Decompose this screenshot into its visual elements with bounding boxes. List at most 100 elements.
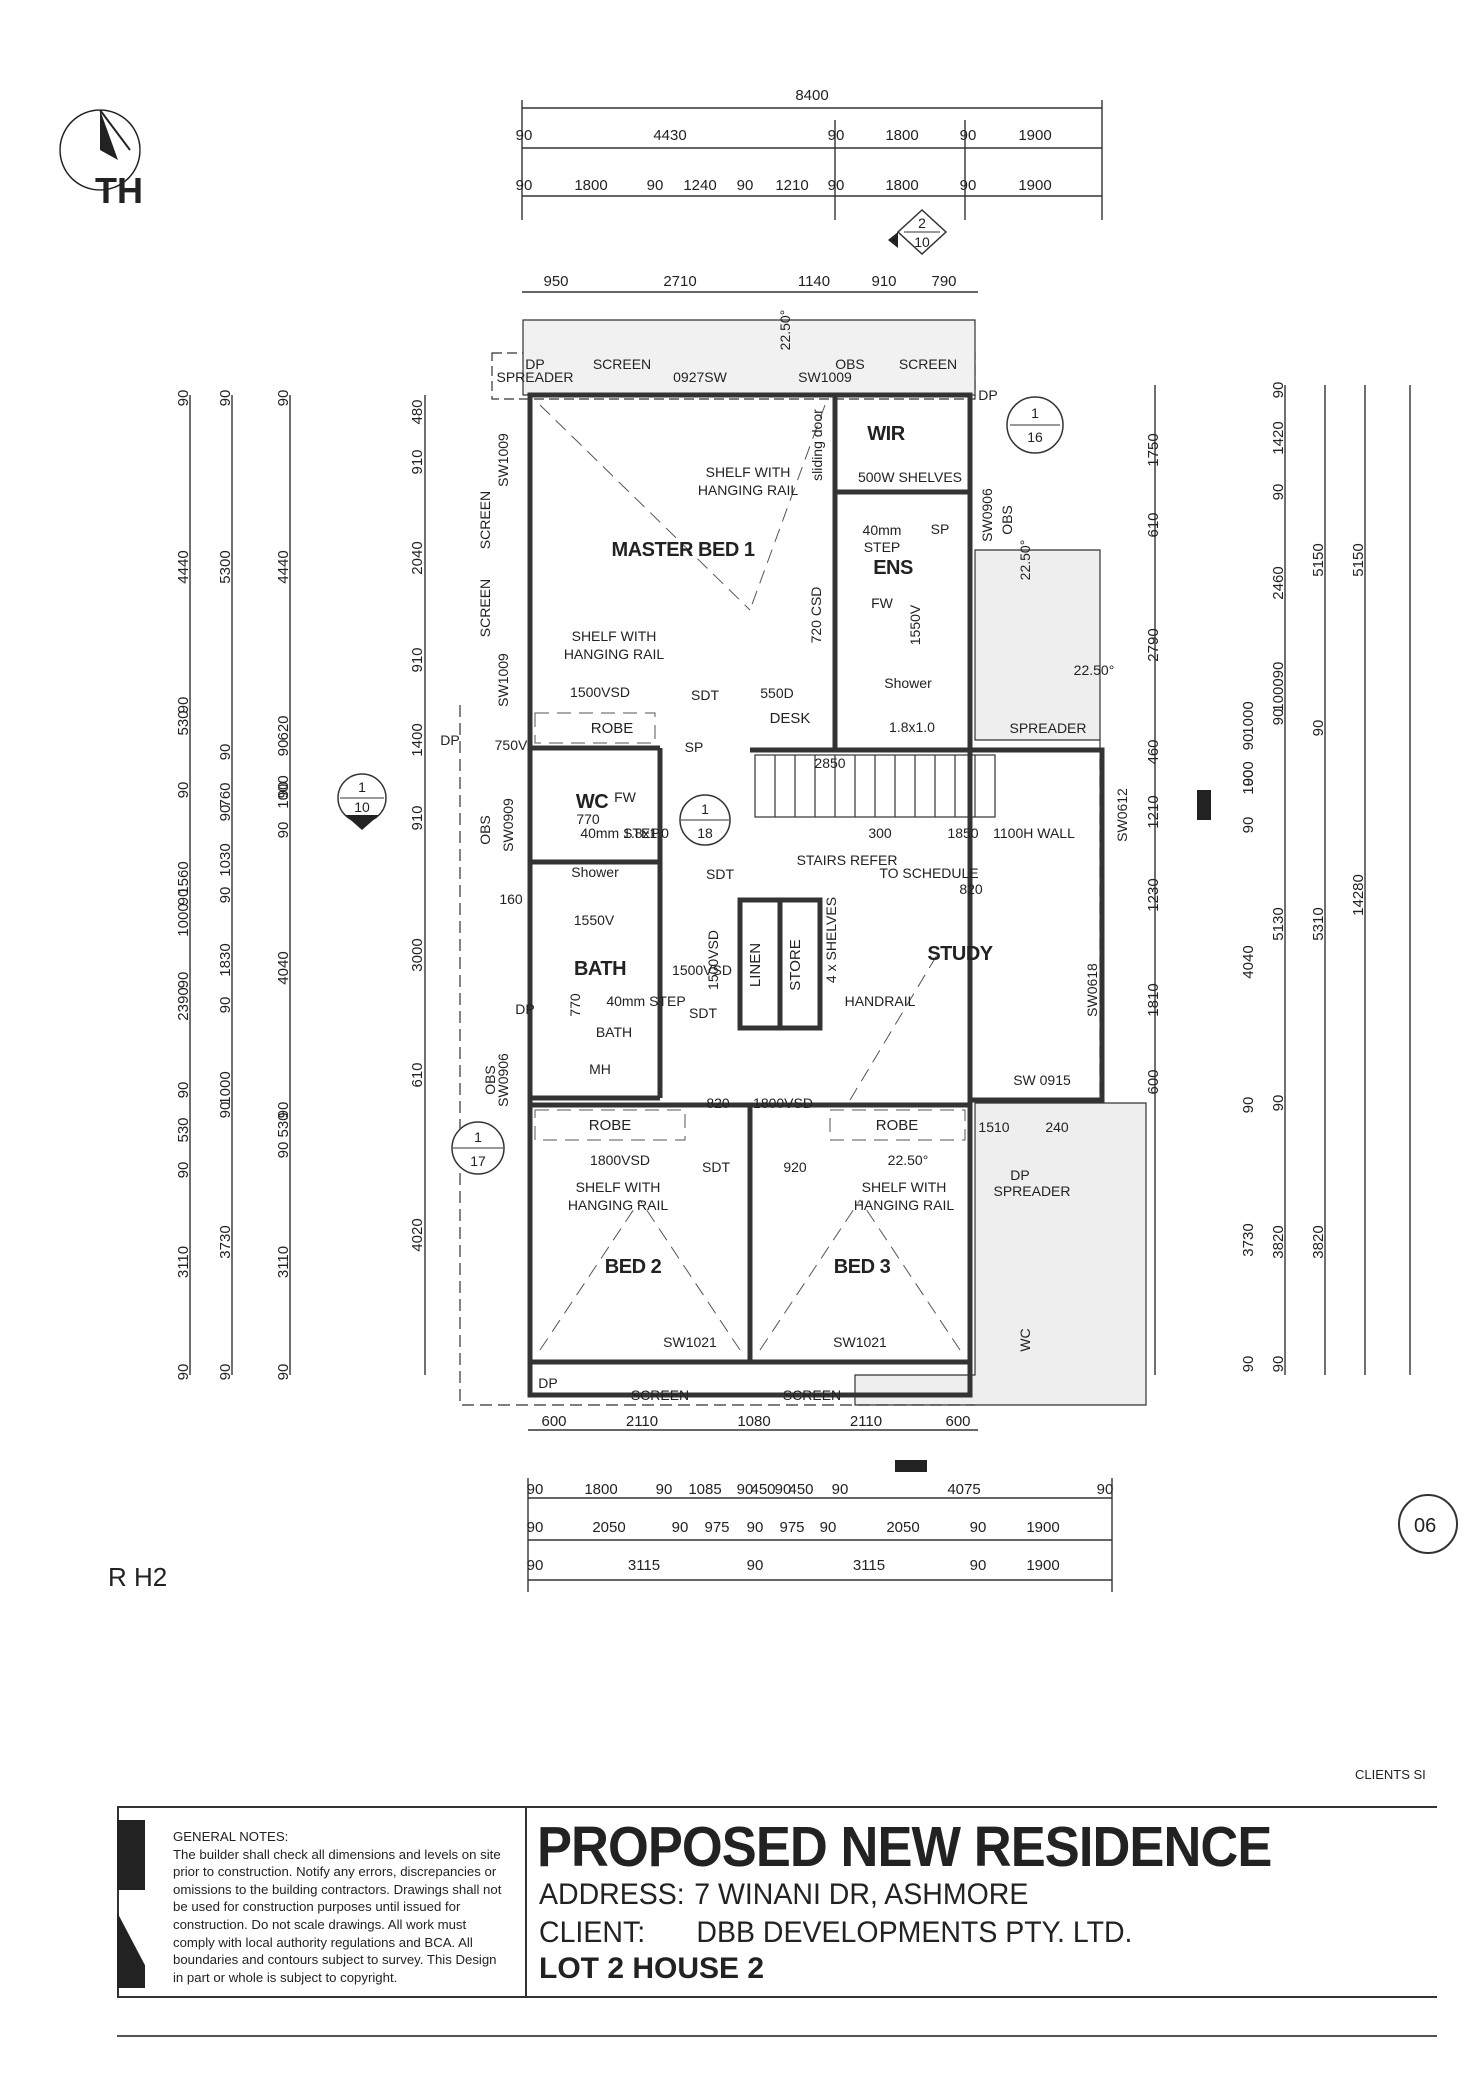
plan-annotation: TO SCHEDULE bbox=[879, 865, 978, 881]
dimension-right-3: 90 bbox=[1270, 484, 1287, 501]
plan-annotation: HANGING RAIL bbox=[568, 1197, 669, 1213]
plan-annotation: SW0909 bbox=[500, 798, 516, 852]
dimension-left-1: 530 bbox=[175, 1117, 192, 1142]
dimension-bottom-2: 975 bbox=[704, 1519, 729, 1536]
dimension-right-1: 1750 bbox=[1145, 433, 1162, 466]
plan-annotation: SDT bbox=[689, 1005, 717, 1021]
dimension-left-2: 1830 bbox=[217, 943, 234, 976]
dimension-top-3: 2710 bbox=[663, 273, 696, 290]
dimension-right-3: 90 bbox=[1270, 662, 1287, 679]
svg-text:10: 10 bbox=[914, 234, 930, 250]
title-block-divider bbox=[525, 1808, 527, 1996]
dimension-right-3: 90 bbox=[1270, 382, 1287, 399]
section-marker-1-18: 1 18 bbox=[679, 794, 731, 846]
dimension-bottom-1: 450 bbox=[750, 1481, 775, 1498]
plan-annotation: 920 bbox=[783, 1159, 807, 1175]
dimension-bottom-1: 90 bbox=[775, 1481, 792, 1498]
dimension-right-3: 90 bbox=[1270, 1356, 1287, 1373]
client-line: CLIENT:DBB DEVELOPMENTS PTY. LTD. bbox=[539, 1916, 1132, 1950]
dimension-bottom-3: 90 bbox=[970, 1557, 987, 1574]
dimension-right-1: 600 bbox=[1145, 1069, 1162, 1094]
plan-annotation: HANGING RAIL bbox=[698, 482, 799, 498]
dimension-right-5: 5150 bbox=[1350, 543, 1367, 576]
dimension-right-4: 90 bbox=[1310, 720, 1327, 737]
dimension-bottom-1: 90 bbox=[656, 1481, 673, 1498]
plan-annotation: DP bbox=[525, 356, 544, 372]
dimension-top-3: 910 bbox=[871, 273, 896, 290]
plan-annotation: SCREEN bbox=[783, 1387, 841, 1403]
plan-annotation: 750V bbox=[495, 737, 528, 753]
dimension-right-3: 5130 bbox=[1270, 907, 1287, 940]
room-label: BATH bbox=[574, 958, 626, 980]
dimension-left-1: 90 bbox=[175, 1364, 192, 1381]
dimension-right-2: 1000 bbox=[1240, 701, 1257, 734]
plan-annotation: 1100H WALL bbox=[993, 825, 1075, 841]
dimension-left-2: 90 bbox=[217, 805, 234, 822]
address-label: ADDRESS: bbox=[539, 1878, 685, 1911]
plan-annotation: MH bbox=[589, 1061, 611, 1077]
dimension-top-1: 90 bbox=[516, 127, 533, 144]
plan-annotation: 22.50° bbox=[1017, 540, 1033, 581]
room-label: MASTER BED 1 bbox=[612, 539, 755, 561]
dimension-bottom-2: 90 bbox=[970, 1519, 987, 1536]
plan-annotation: HANDRAIL bbox=[845, 993, 916, 1009]
plan-annotation: DP bbox=[515, 1001, 534, 1017]
dimension-left-3: 4040 bbox=[275, 951, 292, 984]
dimension-left-4: 910 bbox=[409, 647, 426, 672]
plan-label-fragment: R H2 bbox=[108, 1562, 168, 1592]
plan-annotation: 300 bbox=[868, 825, 892, 841]
dimension-top-2: 90 bbox=[960, 177, 977, 194]
dimension-right-4: 5150 bbox=[1310, 543, 1327, 576]
dimension-bottom-2: 975 bbox=[779, 1519, 804, 1536]
dimension-left-3: 3110 bbox=[275, 1246, 292, 1278]
svg-text:1: 1 bbox=[701, 801, 709, 817]
plan-annotation: 40mm bbox=[863, 522, 902, 538]
plan-annotation: 820 bbox=[959, 881, 983, 897]
dimension-bottom-3: 90 bbox=[747, 1557, 764, 1574]
dimension-left-1: 530 bbox=[175, 710, 192, 735]
plan-annotation: DP bbox=[440, 732, 459, 748]
dimension-right-1: 1230 bbox=[1145, 878, 1162, 911]
plan-annotation: SCREEN bbox=[593, 356, 651, 372]
dimension-left-3: 620 bbox=[275, 715, 292, 740]
plan-annotation: SCREEN bbox=[899, 356, 957, 372]
plan-annotation: SP bbox=[685, 739, 704, 755]
plan-annotation: SCREEN bbox=[477, 491, 493, 549]
svg-text:16: 16 bbox=[1027, 429, 1043, 445]
plan-annotation: 22.50° bbox=[1074, 662, 1115, 678]
plan-annotation: 720 CSD bbox=[808, 587, 824, 644]
dimension-left-1: 2390 bbox=[175, 987, 192, 1020]
plan-annotation: 1550V bbox=[907, 604, 923, 645]
room-label: LINEN bbox=[747, 943, 764, 987]
general-notes: GENERAL NOTES: The builder shall check a… bbox=[173, 1829, 502, 1985]
dimension-right-3: 1420 bbox=[1270, 421, 1287, 454]
title-block-edge bbox=[117, 1808, 119, 1996]
plan-annotation: SHELF WITH bbox=[576, 1179, 661, 1195]
room-label: ROBE bbox=[591, 720, 634, 737]
plan-annotation: SPREADER bbox=[496, 369, 573, 385]
dimension-top-2: 1210 bbox=[775, 177, 808, 194]
plan-annotation: DP bbox=[538, 1375, 557, 1391]
dimension-left-2: 1000 bbox=[217, 1071, 234, 1104]
dimension-bottom-1: 1800 bbox=[584, 1481, 617, 1498]
dimension-bottom-1: 90 bbox=[1097, 1481, 1114, 1498]
dimension-left-1: 90 bbox=[175, 390, 192, 407]
dimension-left-1: 90 bbox=[175, 782, 192, 799]
dimension-left-3: 4440 bbox=[275, 550, 292, 583]
room-label: BED 2 bbox=[605, 1256, 662, 1278]
dimension-bottom-1: 90 bbox=[527, 1481, 544, 1498]
dimension-bottom-3: 90 bbox=[527, 1557, 544, 1574]
plan-annotation: WC bbox=[1017, 1328, 1033, 1351]
sheet-number: 06 bbox=[1398, 1494, 1458, 1554]
dimension-top-2: 1800 bbox=[574, 177, 607, 194]
dimension-right-3: 90 bbox=[1270, 1095, 1287, 1112]
marker-tag-bottom bbox=[895, 1460, 927, 1472]
dimension-left-2: 90 bbox=[217, 887, 234, 904]
plan-annotation: 1800VSD bbox=[590, 1152, 650, 1168]
plan-annotation: 0927SW bbox=[673, 369, 727, 385]
dimension-bottom-0: 2110 bbox=[850, 1413, 882, 1430]
plan-annotation: 40mm STEP bbox=[606, 993, 685, 1009]
dimension-top-2: 90 bbox=[828, 177, 845, 194]
dimension-bottom-0: 600 bbox=[541, 1413, 566, 1430]
plan-annotation: SCREEN bbox=[631, 1387, 689, 1403]
